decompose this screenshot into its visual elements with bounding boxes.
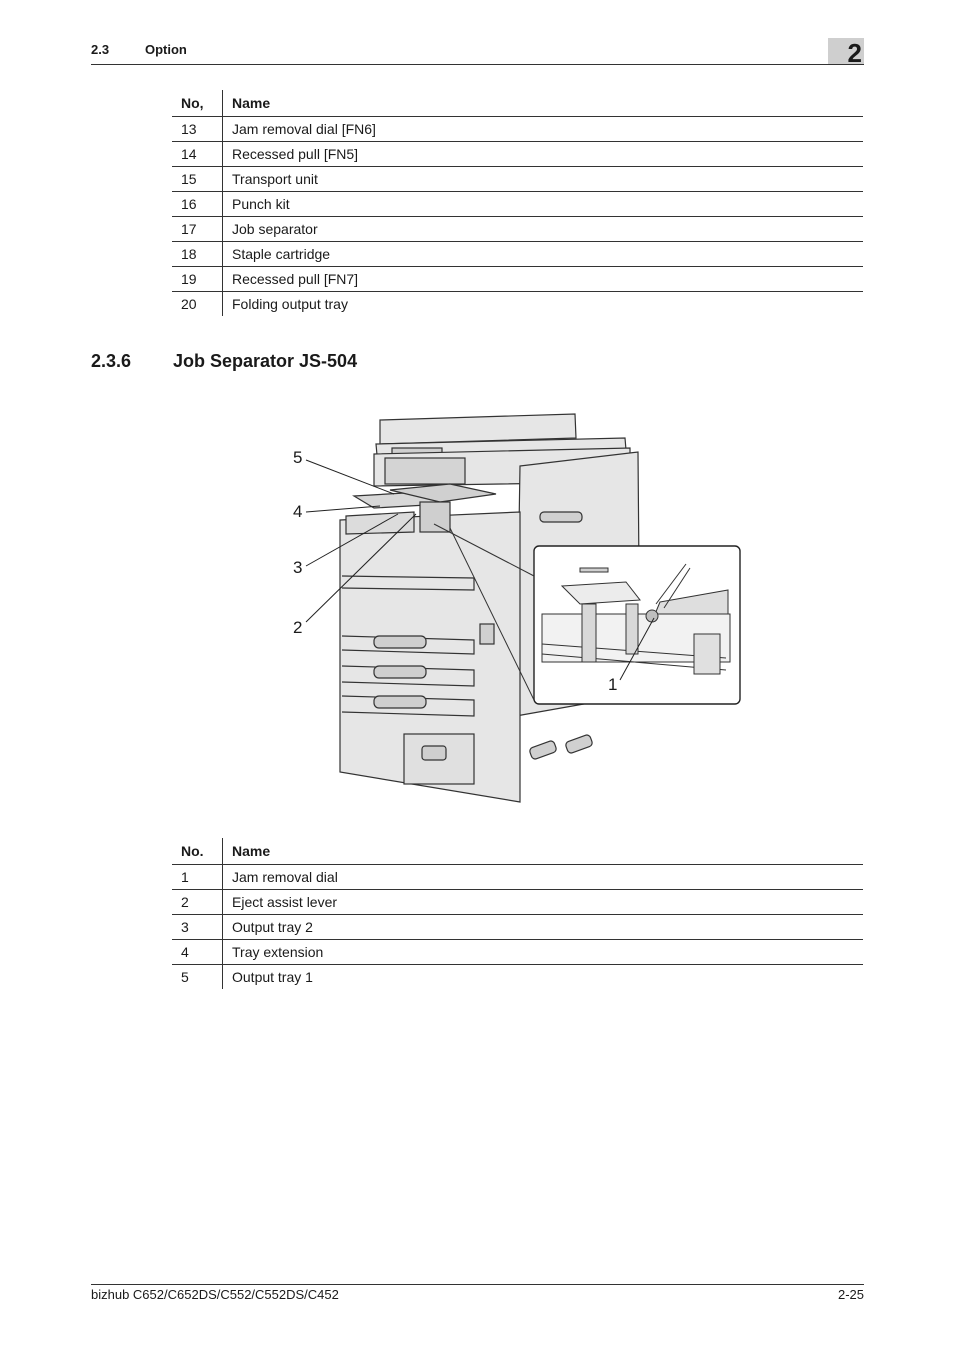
job-separator-figure: 5 4 3 2 1 (280, 404, 750, 804)
callout-4: 4 (293, 502, 303, 521)
section-heading: 2.3.6 Job Separator JS-504 (91, 351, 357, 372)
row-no: 16 (172, 191, 223, 217)
row-no: 2 (172, 889, 223, 915)
row-name: Jam removal dial (222, 864, 863, 890)
jam-dial-detail-inset (533, 545, 741, 705)
table-header-row: No, Name (172, 90, 863, 117)
row-name: Tray extension (222, 939, 863, 965)
row-no: 19 (172, 266, 223, 292)
header-section-number: 2.3 (91, 42, 110, 57)
footer-rule (91, 1284, 864, 1285)
table-row: 5 Output tray 1 (172, 964, 863, 989)
row-name: Output tray 1 (232, 969, 313, 985)
table-row: 20 Folding output tray (172, 291, 863, 316)
header-section-title: Option (145, 42, 187, 57)
row-no: 14 (172, 141, 223, 167)
row-no: 13 (172, 116, 223, 142)
chapter-number: 2 (847, 38, 862, 68)
row-name: Jam removal dial [FN6] (222, 116, 863, 142)
row-name: Folding output tray (232, 296, 348, 312)
callout-2: 2 (293, 618, 303, 637)
row-no: 3 (172, 914, 223, 940)
copier-illustration (305, 413, 741, 803)
section-title: Job Separator JS-504 (173, 351, 358, 371)
column-header-name: Name (222, 90, 863, 117)
chapter-badge: 2 (828, 38, 864, 68)
column-header-no: No, (172, 90, 223, 117)
row-no: 17 (172, 216, 223, 242)
row-name: Recessed pull [FN7] (222, 266, 863, 292)
row-no: 18 (172, 241, 223, 267)
row-no: 5 (172, 964, 223, 989)
row-name: Eject assist lever (222, 889, 863, 915)
section-number: 2.3.6 (91, 351, 132, 371)
row-name: Punch kit (222, 191, 863, 217)
row-no: 15 (172, 166, 223, 192)
callout-1: 1 (608, 675, 618, 694)
header-rule (91, 64, 864, 65)
row-name: Recessed pull [FN5] (222, 141, 863, 167)
row-no: 1 (172, 864, 223, 890)
row-name: Job separator (222, 216, 863, 242)
footer-model: bizhub C652/C652DS/C552/C552DS/C452 (91, 1287, 339, 1302)
callout-5: 5 (293, 448, 303, 467)
row-no: 4 (172, 939, 223, 965)
row-name: Transport unit (222, 166, 863, 192)
row-name: Staple cartridge (222, 241, 863, 267)
callout-3: 3 (293, 558, 303, 577)
row-name: Output tray 2 (222, 914, 863, 940)
footer-page-number: 2-25 (837, 1287, 864, 1302)
table-header-row: No. Name (172, 838, 863, 865)
row-no: 20 (172, 291, 223, 316)
column-header-no: No. (172, 838, 223, 865)
column-header-name: Name (222, 838, 863, 865)
